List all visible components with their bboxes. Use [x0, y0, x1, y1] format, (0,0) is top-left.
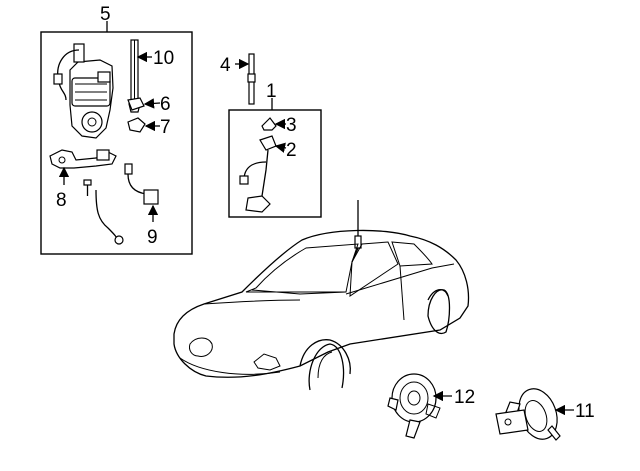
callout-8: 8 — [56, 190, 67, 211]
callout-1: 1 — [266, 81, 277, 102]
assembly-group-5: 5 10 6 7 — [40, 4, 193, 255]
callout-10: 10 — [153, 48, 174, 69]
horn-high-pitch — [387, 373, 441, 439]
part-4-mast: 4 — [220, 53, 256, 105]
leader-6 — [143, 98, 161, 109]
horn-low-pitch — [495, 388, 561, 441]
antenna-cable — [124, 163, 159, 205]
callout-4: 4 — [220, 55, 231, 76]
vehicle-outline — [173, 200, 470, 391]
callout-9: 9 — [147, 227, 158, 248]
assembly-group-1: 1 3 2 — [228, 81, 322, 218]
callout-12: 12 — [454, 387, 475, 408]
mast-bezel — [127, 117, 146, 133]
callout-3: 3 — [286, 115, 297, 136]
callout-11: 11 — [575, 401, 595, 422]
antenna-cap — [261, 117, 277, 131]
callout-5: 5 — [100, 4, 111, 25]
callout-6: 6 — [160, 94, 171, 115]
antenna-base-lead — [239, 135, 277, 213]
callout-2: 2 — [286, 140, 297, 161]
screw — [83, 179, 92, 196]
antenna-motor-assembly — [53, 43, 114, 139]
group-5-frame — [40, 31, 193, 255]
callout-7: 7 — [160, 117, 171, 138]
